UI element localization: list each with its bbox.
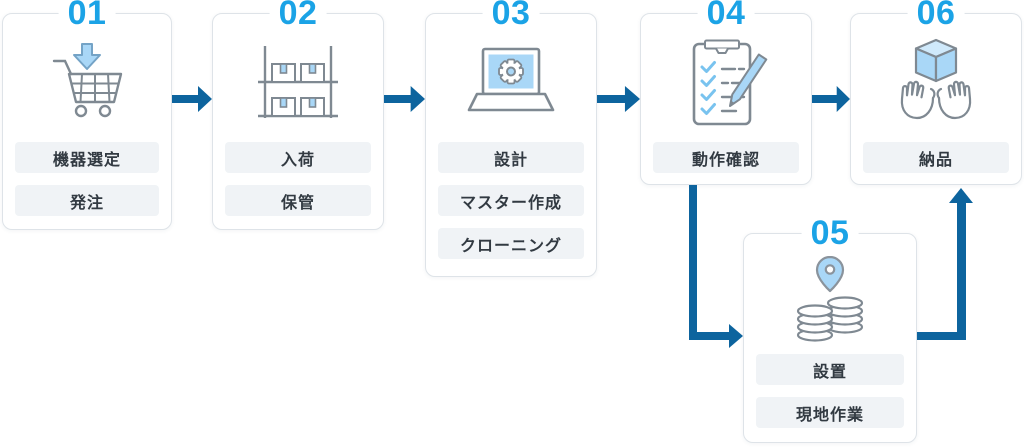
step-label: 保管 (225, 185, 371, 216)
cart-download-icon (52, 43, 123, 118)
flow-arrow-01-02 (172, 86, 212, 112)
step-card-03: 03 設計 マスター作成 クローニング (425, 0, 597, 277)
step-label: 設置 (756, 354, 904, 385)
step-card-05: 05 設置 現地作業 (743, 216, 917, 443)
step-card-04: 04 (640, 0, 812, 185)
step-label: 発注 (15, 185, 159, 216)
step-label: 入荷 (225, 142, 371, 173)
step-card-01: 01 機器選定 発注 (2, 0, 172, 230)
step-label: 設計 (438, 142, 584, 173)
laptop-gear-icon (467, 47, 555, 112)
step-label: 動作確認 (653, 142, 799, 173)
flow-arrow-02-03 (384, 86, 425, 112)
flow-arrow-03-04 (597, 86, 640, 112)
checklist-pencil-icon (692, 39, 768, 126)
step-card-02: 02 入荷 保管 (212, 0, 384, 230)
step-number: 01 (58, 0, 116, 30)
step-label: マスター作成 (438, 185, 584, 216)
step-number: 04 (697, 0, 755, 30)
step-label: 納品 (863, 142, 1009, 173)
step-label: クローニング (438, 228, 584, 259)
location-pin-coins-icon (796, 255, 864, 342)
step-card-06: 06 納品 (850, 0, 1022, 185)
hands-holding-box-icon (900, 38, 972, 120)
storage-shelf-icon (258, 46, 338, 118)
step-number: 05 (801, 216, 859, 250)
step-label: 機器選定 (15, 142, 159, 173)
step-label: 現地作業 (756, 397, 904, 428)
step-number: 03 (482, 0, 540, 30)
step-number: 02 (269, 0, 327, 30)
flow-arrow-04-06 (812, 86, 850, 112)
step-number: 06 (907, 0, 965, 30)
